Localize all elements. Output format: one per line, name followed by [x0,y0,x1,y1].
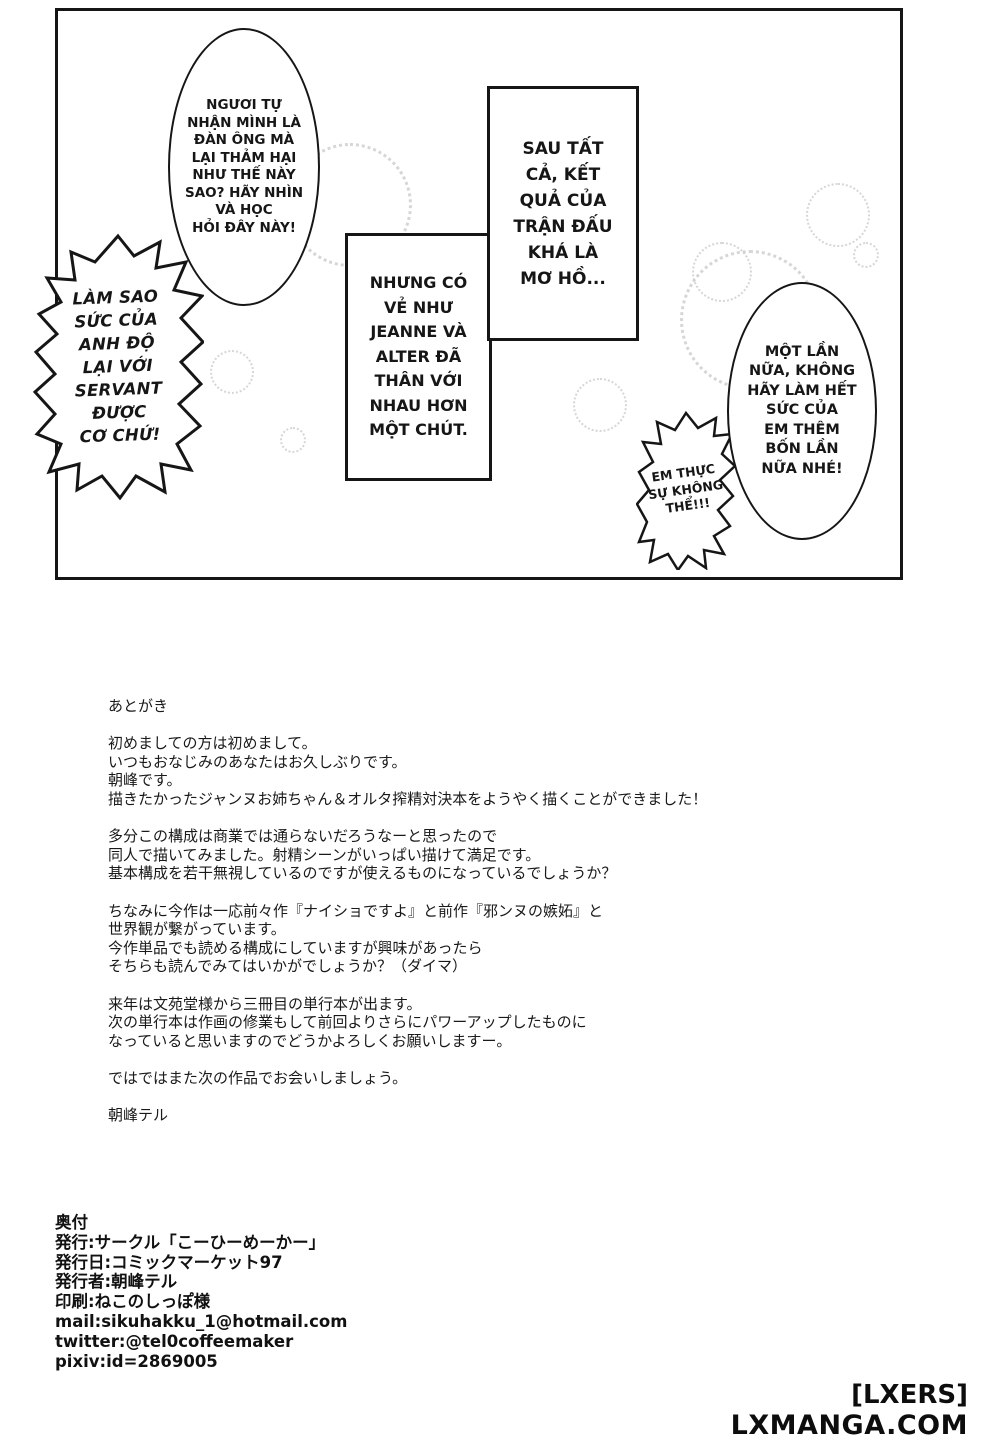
colophon-text: 奥付 発行:サークル「こーひーめーかー」 発行日:コミックマーケット97 発行者… [55,1213,348,1371]
halftone-circle [573,378,627,432]
speech-bubble-rect-top: SAU TẤT CẢ, KẾT QUẢ CỦA TRẬN ĐẤU KHÁ LÀ … [487,86,639,341]
speech-text-ellipse-left: NGƯƠI TỰ NHẬN MÌNH LÀ ĐÀN ÔNG MÀ LẠI THẢ… [184,97,304,236]
halftone-circle [806,183,870,247]
burst-shape-icon [636,410,736,570]
halftone-circle [280,427,306,453]
watermark-line1: [LXERS] [851,1380,968,1410]
halftone-circle [210,350,254,394]
site-watermark: [LXERS] LXMANGA.COM [731,1380,968,1441]
speech-text-rect-center: NHƯNG CÓ VẺ NHƯ JEANNE VÀ ALTER ĐÃ THÂN … [369,273,468,440]
shout-bubble-small: EM THỰC SỰ KHÔNG THỂ!!! [636,410,736,570]
speech-text-rect-top: SAU TẤT CẢ, KẾT QUẢ CỦA TRẬN ĐẤU KHÁ LÀ … [513,138,613,289]
speech-text-shout-left: LÀM SAO SỨC CỦA ANH ĐỘ LẠI VỚI SERVANT Đ… [72,286,163,446]
shout-bubble-left: LÀM SAO SỨC CỦA ANH ĐỘ LẠI VỚI SERVANT Đ… [32,232,204,500]
speech-text-ellipse-right: MỘT LẦN NỮA, KHÔNG HÃY LÀM HẾT SỨC CỦA E… [747,343,857,477]
burst-shape-icon [32,233,204,500]
speech-bubble-rect-center: NHƯNG CÓ VẺ NHƯ JEANNE VÀ ALTER ĐÃ THÂN … [345,233,492,481]
halftone-circle [853,242,879,268]
watermark-line2: LXMANGA.COM [730,1410,968,1441]
afterword-text: あとがき 初めましての方は初めまして。 いつもおなじみのあなたはお久しぶりです。… [108,697,708,1125]
speech-bubble-ellipse-right: MỘT LẦN NỮA, KHÔNG HÃY LÀM HẾT SỨC CỦA E… [727,282,877,540]
speech-bubble-ellipse-left: NGƯƠI TỰ NHẬN MÌNH LÀ ĐÀN ÔNG MÀ LẠI THẢ… [168,28,320,306]
